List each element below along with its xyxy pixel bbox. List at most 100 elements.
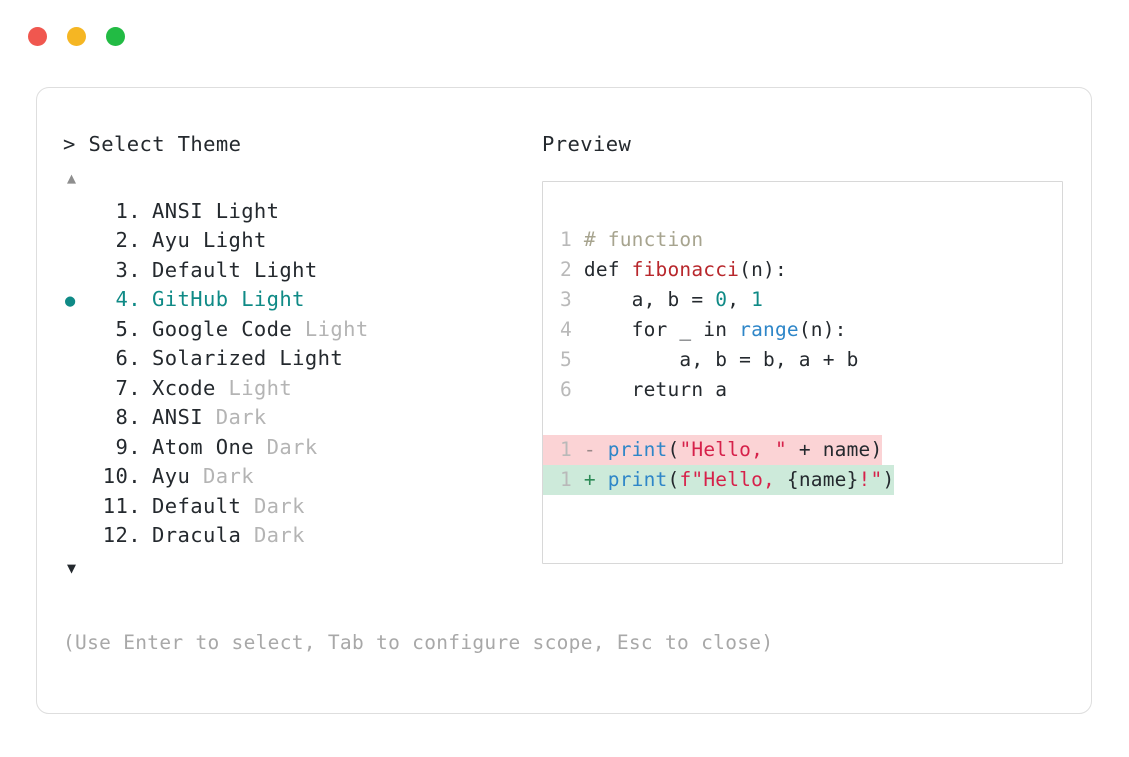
code-line: 4 for _ in range(n): bbox=[543, 315, 1062, 345]
theme-list-item[interactable]: ● 8.ANSI Dark bbox=[63, 405, 533, 435]
preview-title: Preview bbox=[542, 132, 632, 156]
code-token: print bbox=[607, 467, 668, 491]
theme-list-item[interactable]: ● 5. Google Code Light bbox=[63, 317, 533, 347]
theme-item-variant: Light bbox=[190, 228, 267, 252]
code-token: 0 bbox=[715, 287, 728, 311]
theme-list-item[interactable]: ● 6. Solarized Light bbox=[63, 346, 533, 376]
bullet-placeholder: ● bbox=[63, 500, 95, 517]
code-token: (n): bbox=[798, 317, 847, 341]
code-token: a, b = b, a + b bbox=[583, 347, 859, 371]
maximize-button[interactable] bbox=[106, 27, 125, 46]
theme-item-name: Ayu bbox=[152, 464, 191, 488]
theme-item-variant: Light bbox=[266, 346, 344, 370]
diff-minus-marker: - bbox=[583, 437, 608, 461]
theme-item-name: Google Code bbox=[152, 316, 293, 341]
theme-selector-card: > Select Theme ▲ ● 1.ANSI Light● 2.Ayu L… bbox=[36, 87, 1092, 714]
theme-item-variant: Dark bbox=[202, 405, 267, 429]
code-token: , bbox=[727, 287, 752, 311]
code-token: return a bbox=[583, 377, 728, 401]
code-line-number: 1 bbox=[560, 227, 584, 251]
theme-selector-pane: > Select Theme ▲ ● 1.ANSI Light● 2.Ayu L… bbox=[63, 134, 533, 576]
theme-item-name: Default bbox=[152, 257, 242, 282]
diff-removed-line: 1 - print("Hello, " + name) bbox=[543, 434, 883, 465]
code-line-number: 2 bbox=[560, 257, 584, 281]
bullet-placeholder: ● bbox=[63, 323, 95, 340]
code-token: fibonacci bbox=[631, 257, 740, 281]
theme-list-item[interactable]: ● 2. Ayu Light bbox=[63, 228, 533, 258]
theme-item-variant: Light bbox=[292, 316, 369, 341]
code-token: # function bbox=[583, 227, 704, 251]
code-line-number: 1 bbox=[560, 437, 584, 461]
code-line: 5 a, b = b, a + b bbox=[543, 345, 1062, 375]
theme-item-number: 7. bbox=[102, 375, 141, 400]
theme-item-name: Solarized bbox=[152, 346, 267, 370]
diff-added-line: 1 + print(f"Hello, {name}!") bbox=[543, 464, 895, 495]
code-line-number: 6 bbox=[560, 377, 584, 401]
code-token: f"Hello, bbox=[679, 467, 787, 491]
theme-list-item[interactable]: ● 3. Default Light bbox=[63, 258, 533, 288]
code-spacer bbox=[543, 405, 1062, 435]
theme-item-number: 11. bbox=[102, 493, 141, 518]
theme-item-variant: Light bbox=[228, 287, 305, 311]
theme-item-variant: Dark bbox=[190, 464, 254, 488]
bullet-placeholder: ● bbox=[63, 205, 95, 222]
code-token: 1 bbox=[751, 287, 764, 311]
theme-item-number: 6. bbox=[102, 346, 141, 370]
code-line: 6 return a bbox=[543, 375, 1062, 405]
theme-item-number: 5. bbox=[102, 316, 141, 341]
code-line-number: 3 bbox=[560, 287, 584, 311]
code-token: (n): bbox=[739, 257, 787, 281]
theme-item-name: Atom One bbox=[152, 434, 254, 459]
scroll-up-icon[interactable]: ▲ bbox=[67, 168, 77, 187]
theme-list-item[interactable]: ●11.Default Dark bbox=[63, 494, 533, 524]
bullet-placeholder: ● bbox=[63, 529, 95, 546]
theme-item-variant: Light bbox=[202, 198, 280, 223]
code-token: a, b = bbox=[583, 287, 716, 311]
selected-bullet-icon: ● bbox=[65, 291, 76, 311]
theme-item-number: 2. bbox=[102, 228, 141, 252]
code-token: "Hello, " bbox=[679, 437, 787, 461]
theme-item-number: 9. bbox=[102, 434, 141, 459]
theme-item-variant: Dark bbox=[241, 523, 305, 547]
theme-item-number: 10. bbox=[102, 464, 141, 488]
theme-item-number: 12. bbox=[102, 523, 141, 547]
theme-item-variant: Dark bbox=[253, 434, 318, 459]
bullet-placeholder: ● bbox=[63, 441, 95, 458]
theme-list-item[interactable]: ● 9. Atom One Dark bbox=[63, 435, 533, 465]
theme-item-name: Dracula bbox=[152, 523, 242, 547]
theme-item-variant: Light bbox=[241, 257, 318, 282]
code-token: ( bbox=[667, 467, 680, 491]
code-line: 3 a, b = 0, 1 bbox=[543, 285, 1062, 315]
page-title: > Select Theme bbox=[63, 132, 242, 156]
theme-item-number: 8. bbox=[102, 405, 141, 429]
theme-item-name: ANSI bbox=[152, 198, 203, 223]
theme-list-item[interactable]: ● 4.GitHub Light bbox=[63, 287, 533, 317]
theme-item-number: 3. bbox=[102, 257, 141, 282]
theme-list-item[interactable]: ● 1.ANSI Light bbox=[63, 199, 533, 229]
code-token: !" bbox=[858, 467, 883, 491]
close-button[interactable] bbox=[28, 27, 47, 46]
code-token: for _ in bbox=[583, 317, 740, 341]
theme-list: ● 1.ANSI Light● 2.Ayu Light● 3.Default L… bbox=[63, 199, 533, 553]
bullet-placeholder: ● bbox=[63, 264, 95, 281]
theme-item-number: 4. bbox=[102, 287, 141, 311]
theme-list-item[interactable]: ● 7.Xcode Light bbox=[63, 376, 533, 406]
bullet-placeholder: ● bbox=[63, 470, 95, 487]
bullet-placeholder: ● bbox=[63, 352, 95, 369]
theme-item-variant: Dark bbox=[241, 493, 305, 518]
scroll-down-icon[interactable]: ▼ bbox=[67, 558, 77, 577]
code-token: range bbox=[739, 317, 799, 341]
theme-list-item[interactable]: ● 10. Ayu Dark bbox=[63, 464, 533, 494]
code-line: 1 # function bbox=[543, 225, 1062, 255]
bullet-placeholder: ● bbox=[63, 234, 95, 251]
theme-list-item[interactable]: ● 12. Dracula Dark bbox=[63, 523, 533, 553]
code-token: {name} bbox=[786, 467, 859, 491]
window-traffic-lights bbox=[28, 27, 125, 46]
minimize-button[interactable] bbox=[67, 27, 86, 46]
code-token: print bbox=[607, 437, 668, 461]
theme-item-name: Ayu bbox=[152, 228, 191, 252]
bullet-placeholder: ● bbox=[63, 411, 95, 428]
